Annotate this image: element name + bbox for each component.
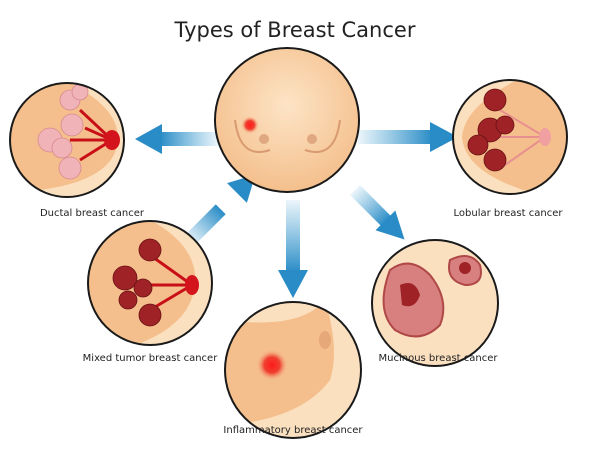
arrow-to-ductal xyxy=(135,124,218,154)
mucinous-illustration xyxy=(371,239,499,367)
label-lobular: Lobular breast cancer xyxy=(454,208,564,219)
arrow-to-lobular xyxy=(358,122,458,152)
diagram-title: Types of Breast Cancer xyxy=(174,18,416,42)
inflammatory-illustration xyxy=(224,301,362,439)
label-inflammatory: Inflammatory breast cancer xyxy=(223,425,363,436)
arrow-to-mucinous xyxy=(350,185,405,240)
mixed-tumor-illustration xyxy=(87,220,213,346)
torso-illustration xyxy=(214,47,360,193)
label-mucinous: Mucinous breast cancer xyxy=(379,353,499,364)
ductal-illustration xyxy=(9,82,125,198)
arrow-to-inflammatory xyxy=(278,200,308,298)
lobular-illustration xyxy=(452,79,568,195)
label-mixed: Mixed tumor breast cancer xyxy=(83,353,219,364)
label-ductal: Ductal breast cancer xyxy=(40,208,145,219)
